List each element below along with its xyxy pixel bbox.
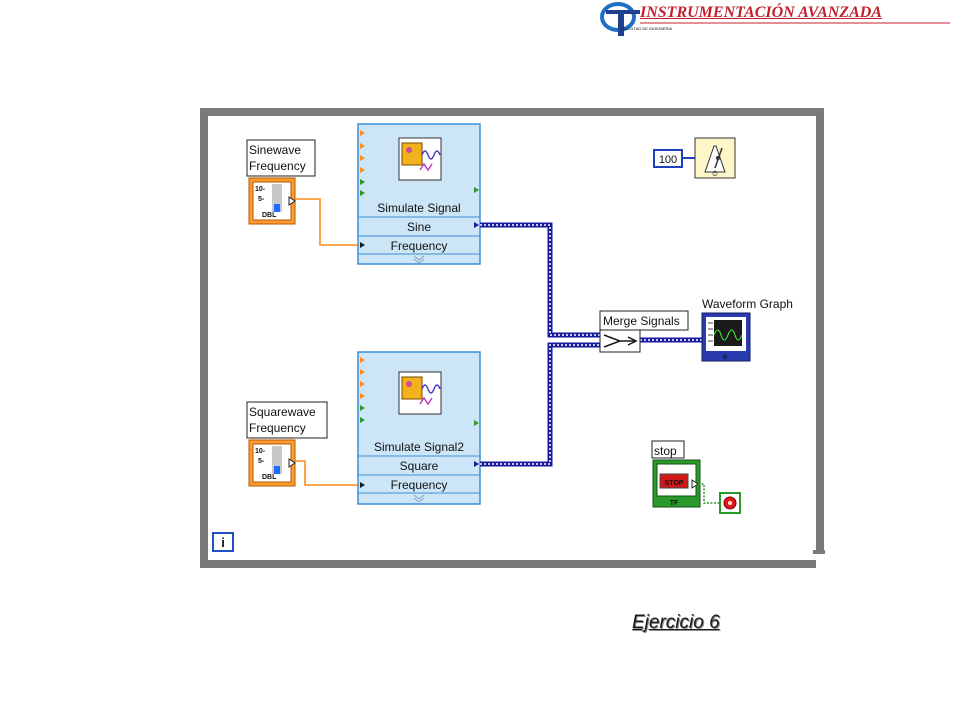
square-output-terminal bbox=[288, 458, 296, 468]
simulate-signal-2-input: Frequency bbox=[391, 478, 448, 492]
sine-tick-5: 5- bbox=[258, 196, 265, 203]
header-title: INSTRUMENTACIÓN AVANZADA bbox=[640, 4, 882, 21]
sine-freq-label-line1: Sinewave bbox=[249, 143, 301, 157]
sine-frequency-control[interactable]: Sinewave Frequency 10- 5- DBL bbox=[246, 139, 316, 225]
square-freq-label-line2: Frequency bbox=[249, 421, 306, 435]
square-type-dbl: DBL bbox=[262, 474, 277, 481]
stop-label: stop bbox=[654, 444, 677, 458]
loop-iteration-icon: i bbox=[221, 535, 225, 550]
simulate-signal-1-input: Frequency bbox=[391, 239, 448, 253]
square-tick-10: 10- bbox=[255, 448, 266, 455]
wait-timer[interactable]: 100 ⏱ bbox=[653, 137, 736, 179]
square-freq-label-line1: Squarewave bbox=[249, 405, 316, 419]
waveform-graph-indicator[interactable]: Waveform Graph ⊗ bbox=[701, 297, 793, 362]
dynamic-data-wires bbox=[480, 222, 702, 467]
merge-signals-label: Merge Signals bbox=[603, 314, 680, 328]
simulate-signal-2[interactable]: Simulate Signal2 Square Frequency bbox=[357, 351, 481, 505]
simulate-signal-icon bbox=[398, 137, 442, 181]
stop-button-control[interactable]: stop STOP TF bbox=[651, 440, 722, 508]
simulate-signal-1[interactable]: Simulate Signal Sine Frequency bbox=[357, 123, 481, 265]
simulate-signal-1-title: Simulate Signal bbox=[377, 201, 460, 215]
square-frequency-control[interactable]: Squarewave Frequency 10- 5- DBL bbox=[246, 401, 328, 487]
footer-caption: Ejercicio 6 bbox=[632, 612, 720, 633]
merge-signals-icon bbox=[603, 334, 638, 348]
wait-constant-value: 100 bbox=[659, 154, 677, 166]
loop-iteration-terminal[interactable]: i bbox=[212, 532, 234, 552]
loop-condition-terminal[interactable] bbox=[719, 492, 741, 514]
orange-wires bbox=[295, 198, 360, 486]
waveform-graph-label: Waveform Graph bbox=[702, 297, 793, 311]
simulate-signal-2-expand-icon bbox=[413, 494, 425, 503]
sine-tick-10: 10- bbox=[255, 186, 266, 193]
simulate-signal-2-icon bbox=[398, 371, 442, 415]
stop-type-tf: TF bbox=[670, 500, 679, 507]
sine-freq-label-line2: Frequency bbox=[249, 159, 306, 173]
merge-signals-node[interactable]: Merge Signals bbox=[599, 310, 689, 353]
waveform-graph-type-glyph: ⊗ bbox=[722, 354, 728, 361]
simulate-signal-2-title: Simulate Signal2 bbox=[374, 440, 464, 454]
simulate-signal-1-expand-icon bbox=[413, 255, 425, 264]
logo-caption: FACULTAD DE INGENIERIA bbox=[621, 26, 673, 31]
square-tick-5: 5- bbox=[258, 458, 265, 465]
university-logo: FACULTAD DE INGENIERIA bbox=[600, 2, 673, 36]
sine-output-terminal bbox=[288, 196, 296, 206]
stop-button-text: STOP bbox=[665, 480, 684, 487]
metronome-icon: ⏱ bbox=[712, 170, 718, 178]
sine-type-dbl: DBL bbox=[262, 212, 277, 219]
simulate-signal-1-output: Sine bbox=[407, 220, 431, 234]
simulate-signal-2-output: Square bbox=[400, 459, 439, 473]
